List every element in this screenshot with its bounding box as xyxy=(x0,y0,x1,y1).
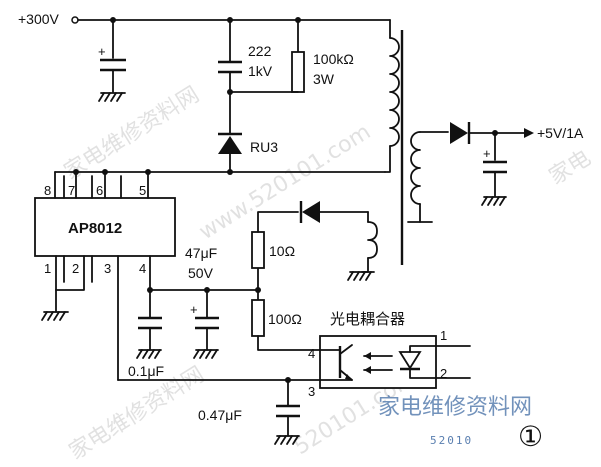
aux-diode xyxy=(299,201,369,223)
aux-winding xyxy=(347,211,378,281)
output-capacitor: + xyxy=(481,132,507,206)
resistor-100-ohm: 100Ω xyxy=(251,289,321,351)
svg-text:1: 1 xyxy=(440,328,447,343)
svg-text:0.1μF: 0.1μF xyxy=(128,363,164,379)
svg-text:+: + xyxy=(98,44,106,59)
svg-text:8: 8 xyxy=(44,183,51,198)
svg-text:3W: 3W xyxy=(313,71,335,87)
svg-text:3: 3 xyxy=(104,261,111,276)
snubber-diode: RU3 xyxy=(218,91,278,173)
output-rectifier: +5V/1A xyxy=(450,122,584,144)
ic-label: AP8012 xyxy=(68,220,122,237)
svg-text:7: 7 xyxy=(68,183,75,198)
snubber-resistor: 100kΩ 3W xyxy=(227,19,354,95)
transformer-primary xyxy=(384,19,400,173)
output-voltage-label: +5V/1A xyxy=(537,125,584,141)
svg-text:3: 3 xyxy=(308,384,315,399)
svg-text:2: 2 xyxy=(440,366,447,381)
svg-text:5: 5 xyxy=(139,183,146,198)
svg-text:4: 4 xyxy=(308,346,315,361)
watermark-brand-title: 家电维修资料网 xyxy=(378,395,532,420)
svg-text:1: 1 xyxy=(44,261,51,276)
watermark-text-right: 家电 xyxy=(545,146,596,191)
svg-text:1kV: 1kV xyxy=(248,63,273,79)
svg-text:47μF: 47μF xyxy=(185,245,217,261)
figure-number: ① xyxy=(518,420,543,453)
ic-ap8012: AP8012 8 7 6 5 1 2 3 4 xyxy=(34,171,176,381)
input-rail: +300V xyxy=(18,11,391,27)
svg-text:2: 2 xyxy=(72,261,79,276)
svg-text:100Ω: 100Ω xyxy=(268,311,302,327)
svg-text:+: + xyxy=(483,146,491,161)
ground-symbol-input xyxy=(98,92,126,102)
svg-text:+: + xyxy=(190,302,198,317)
watermark-url: www.520101.com xyxy=(195,120,375,246)
watermark-text-upper: 家电维修资料网 xyxy=(60,82,204,185)
svg-text:0.47μF: 0.47μF xyxy=(198,407,242,423)
svg-text:RU3: RU3 xyxy=(250,139,278,155)
svg-text:4: 4 xyxy=(139,261,146,276)
optocoupler: 光电耦合器 4 3 1 2 xyxy=(308,310,471,399)
resistor-10-ohm: 10Ω xyxy=(251,211,299,291)
watermark-brand: 家电维修资料网 52010 xyxy=(378,395,532,447)
watermark-brand-url: 52010 xyxy=(430,434,473,447)
svg-text:222: 222 xyxy=(248,43,272,59)
input-capacitor: + xyxy=(98,19,126,102)
capacitor-0-1uf xyxy=(136,289,162,359)
svg-text:100kΩ: 100kΩ xyxy=(313,51,354,67)
capacitor-47uf: + 47μF 50V xyxy=(185,245,219,359)
snubber-capacitor: 222 1kV xyxy=(218,19,273,93)
capacitor-0-47uf: 0.47μF xyxy=(198,379,300,445)
transformer-secondary xyxy=(407,131,449,223)
svg-text:10Ω: 10Ω xyxy=(269,243,295,259)
svg-text:50V: 50V xyxy=(188,265,214,281)
input-voltage-label: +300V xyxy=(18,11,60,27)
svg-text:6: 6 xyxy=(96,183,103,198)
optocoupler-label: 光电耦合器 xyxy=(330,310,405,328)
